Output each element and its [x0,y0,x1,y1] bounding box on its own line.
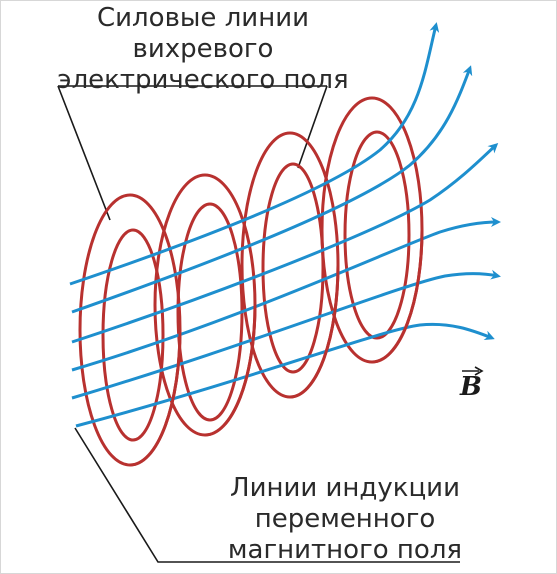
ring-4-front-arc [371,229,424,364]
electric-leader-left [57,85,111,221]
magnetic-label-line-1: Линии индукции [230,473,460,503]
magnetic-label-line-2: переменного [254,504,436,534]
magnetic-field-label: Линии индукции переменного магнитного по… [205,473,485,566]
electric-leader-lines [57,85,328,221]
ring-3-front-arc [289,264,340,399]
electric-label-line-2: вихревого [132,34,274,64]
electric-ring-1-inner [101,228,165,442]
magnetic-vector-label: B [460,366,490,404]
electric-field-lines-front [129,229,424,467]
b-line-6 [75,322,495,428]
magnetic-leader-line [74,427,460,563]
b-line-1 [69,22,440,286]
electric-leader-right [297,85,328,169]
electric-label-line-3: электрического поля [57,65,349,95]
b-line-3 [71,142,499,344]
ring-1-front-arc [129,329,182,467]
ring-2-front-arc [204,304,257,437]
electric-ring-3-inner [261,162,325,374]
b-line-5 [71,269,501,400]
b-line-4 [71,217,501,372]
electric-field-label: Силовые линии вихревого электрического п… [38,3,368,96]
electric-ring-4-inner [343,130,411,340]
vector-arrow-icon [462,366,484,376]
vector-symbol: B [460,372,482,402]
magnetic-induction-lines [69,22,501,428]
electric-label-line-1: Силовые линии [97,3,309,33]
b-line-2 [71,65,473,314]
magnetic-label-line-3: магнитного поля [227,535,463,565]
